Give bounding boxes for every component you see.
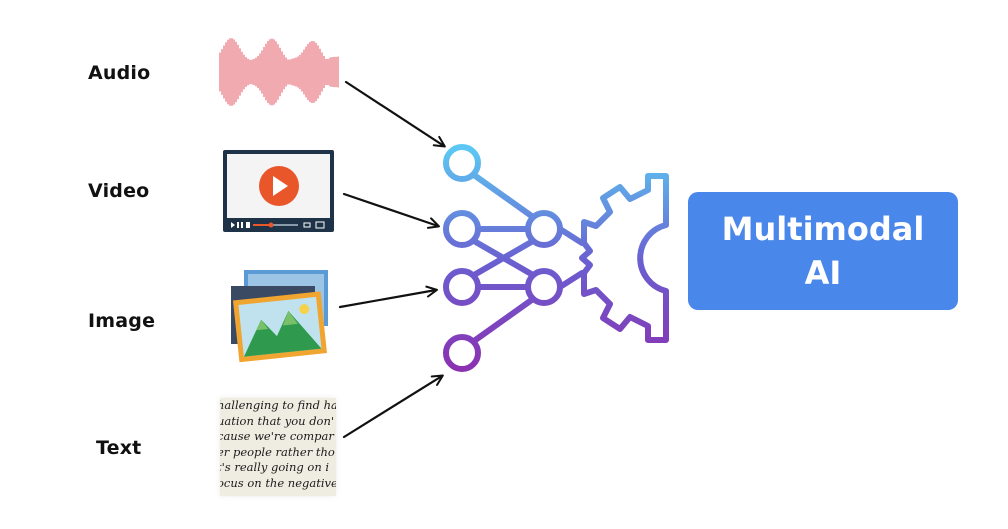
image-gallery-icon: [231, 270, 328, 363]
arrow-text: [342, 374, 444, 439]
output-title-line-1: Multimodal: [721, 210, 925, 248]
snippet-line: uation that you don': [220, 413, 335, 428]
snippet-line: t's really going on i: [220, 460, 330, 475]
snippet-line: cause we're compar: [220, 429, 334, 444]
output-box: Multimodal AI: [688, 192, 958, 310]
snippet-line: er people rather tho: [220, 444, 335, 459]
audio-label: Audio: [88, 62, 151, 84]
arrow-audio: [344, 80, 446, 148]
input-arrows: [338, 80, 446, 439]
text-label: Text: [96, 437, 142, 459]
output-title-line-2: AI: [804, 254, 842, 292]
text-document-icon: hallenging to find hap uation that you d…: [220, 398, 336, 496]
arrow-video: [342, 192, 440, 229]
audio-waveform-icon: [219, 38, 339, 106]
video-player-icon: [223, 150, 334, 232]
network-node: [443, 334, 481, 372]
arrow-image: [338, 285, 438, 309]
snippet-line: hallenging to find hap: [220, 398, 336, 412]
neural-network-gear-icon: [443, 144, 669, 372]
snippet-line: ocus on the negative: [220, 475, 336, 490]
network-node: [443, 144, 481, 182]
video-label: Video: [88, 180, 150, 202]
image-label: Image: [88, 310, 156, 332]
